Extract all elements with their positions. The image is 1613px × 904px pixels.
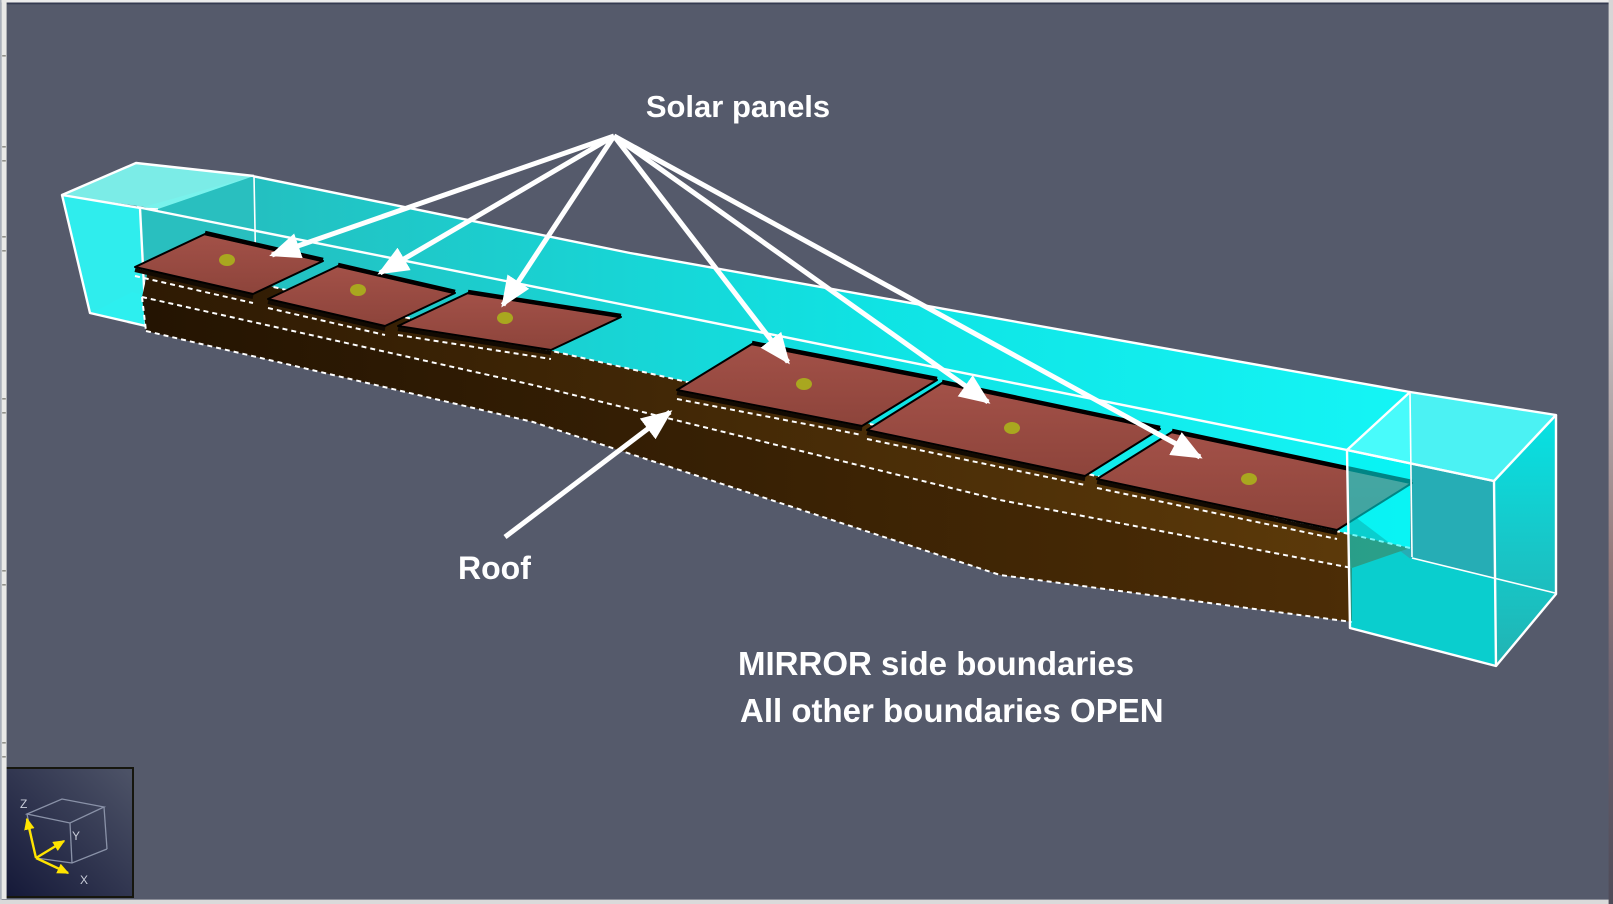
- triad-cube-bottom: [35, 848, 108, 864]
- boundary-note-line1: MIRROR side boundaries: [738, 645, 1134, 682]
- panel-shadow: [267, 300, 386, 331]
- panel-shadow: [397, 327, 552, 355]
- panel-base-stipple: [397, 334, 552, 360]
- roof-left-end-edge: [141, 296, 147, 332]
- panel-base-stipple: [866, 438, 1086, 486]
- panel-shadow: [866, 431, 1086, 481]
- right-cap-right-face: [1494, 415, 1556, 666]
- top-edge-shadow: [0, 2, 1613, 5]
- domain-top-back-edge: [251, 174, 1411, 394]
- monitor-point-3: [497, 312, 513, 324]
- domain-right-cap: [1345, 390, 1558, 668]
- bottom-edge-strip: [0, 899, 1613, 904]
- right-cap-front-face: [1347, 450, 1496, 666]
- top-edge-strip: [0, 0, 1613, 3]
- left-cap-top-edges: [61, 161, 255, 197]
- solar-panels-arrow-1: [269, 133, 615, 259]
- left-ruler-sliver[interactable]: [1, 0, 7, 899]
- panel-base-stipple: [267, 307, 386, 336]
- orientation-triad[interactable]: Z Y X: [3, 767, 134, 898]
- solar-panel-2: [267, 262, 456, 336]
- solar-panels-arrow-6: [612, 133, 1203, 460]
- y-axis-label: Y: [72, 829, 80, 843]
- monitor-point-5: [1004, 422, 1020, 434]
- monitor-point-4: [796, 378, 812, 390]
- triad-cube-edge: [69, 822, 73, 864]
- solar-panels-arrow-3: [500, 134, 617, 308]
- roof-arrow: [503, 410, 673, 539]
- monitor-point-1: [219, 254, 235, 266]
- annotations: Solar panels Roof MIRROR side boundaries…: [269, 89, 1203, 729]
- y-axis-arrow: [35, 839, 66, 860]
- triad-cube-edge: [103, 806, 108, 850]
- boundary-note-line2: All other boundaries OPEN: [740, 692, 1164, 729]
- panel-base-stipple: [676, 398, 863, 436]
- solar-panel-3: [397, 289, 622, 360]
- left-cap-front-face: [62, 195, 146, 326]
- panel-shadow: [1096, 480, 1338, 535]
- x-axis-arrow: [35, 856, 70, 875]
- left-edge-line: [0, 0, 2, 904]
- right-cap-right-edges: [1495, 415, 1558, 667]
- roof-front-bottom-edge: [145, 330, 1353, 623]
- solar-panels-arrow-4: [612, 134, 790, 365]
- panel-shadow: [676, 391, 863, 431]
- domain-top-front-edge: [136, 205, 1348, 452]
- z-axis-label: Z: [20, 797, 27, 811]
- panel-base-stipple: [1096, 487, 1338, 540]
- panel-raised-edge: [204, 230, 324, 263]
- right-edge-sliver: [1608, 0, 1613, 904]
- triad-box: [3, 767, 134, 898]
- panel-raised-edge: [337, 262, 456, 295]
- monitor-point-2: [350, 284, 366, 296]
- right-cap-inner-corner-edge: [1409, 391, 1413, 558]
- solar-panels-label: Solar panels: [646, 89, 830, 124]
- z-axis-arrow: [24, 817, 38, 859]
- solar-panels-arrows: [269, 133, 1203, 460]
- x-axis-label: X: [80, 873, 88, 887]
- right-cap-bottom-back-edge: [1411, 557, 1556, 594]
- roof-front-face: [142, 297, 1352, 622]
- monitor-point-6: [1241, 473, 1257, 485]
- left-ruler-ticks: [2, 55, 6, 758]
- solar-panels-arrow-5: [612, 133, 991, 405]
- roof-front-top-edge: [141, 296, 1353, 569]
- right-cap-top-face: [1347, 392, 1556, 481]
- panel-shadow: [134, 268, 254, 299]
- solar-panels-arrow-2: [377, 133, 616, 276]
- panel-raised-edge: [467, 289, 622, 319]
- panel-base-stipple: [134, 275, 254, 304]
- roof-label: Roof: [458, 550, 531, 586]
